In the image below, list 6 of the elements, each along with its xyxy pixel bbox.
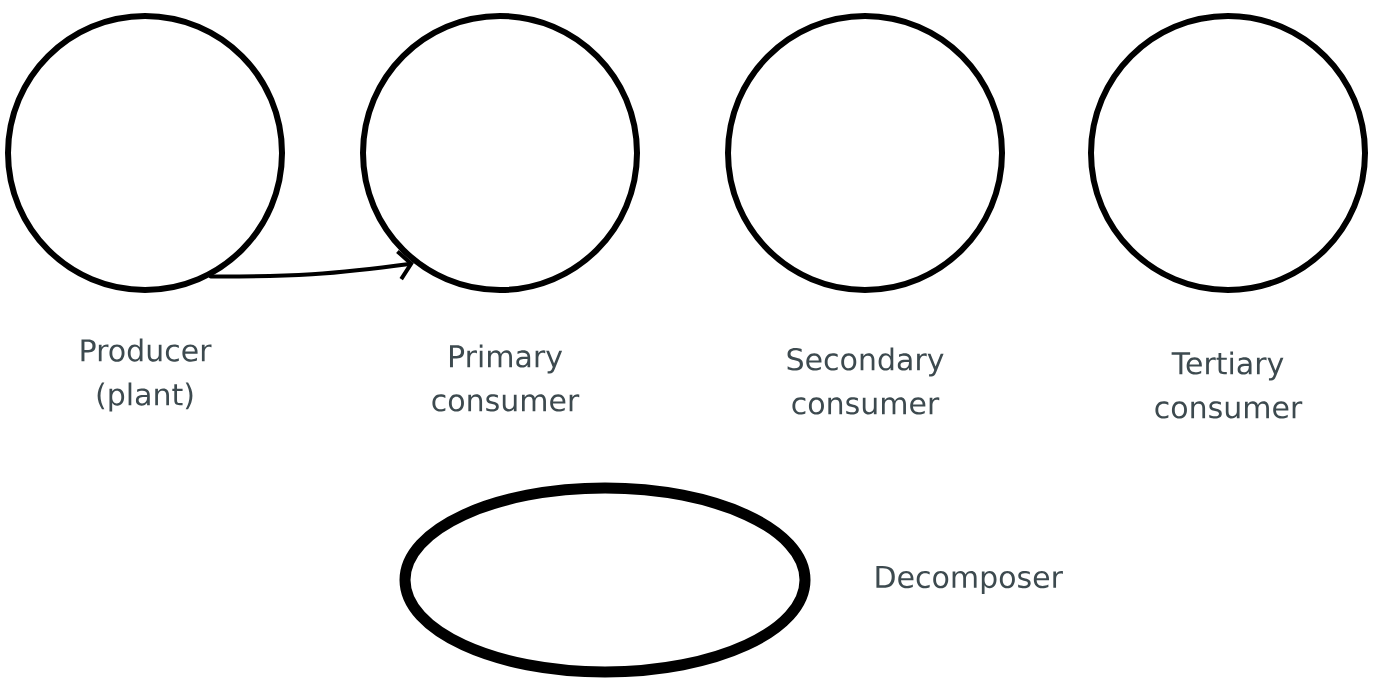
node-label: Primary consumer: [432, 344, 580, 412]
node-label: Decomposer: [876, 565, 1063, 595]
node-label: Producer (plant): [81, 338, 212, 412]
node-label: Secondary consumer: [787, 347, 944, 415]
node-label: Tertiary consumer: [1155, 351, 1303, 419]
arrow: [208, 249, 414, 281]
